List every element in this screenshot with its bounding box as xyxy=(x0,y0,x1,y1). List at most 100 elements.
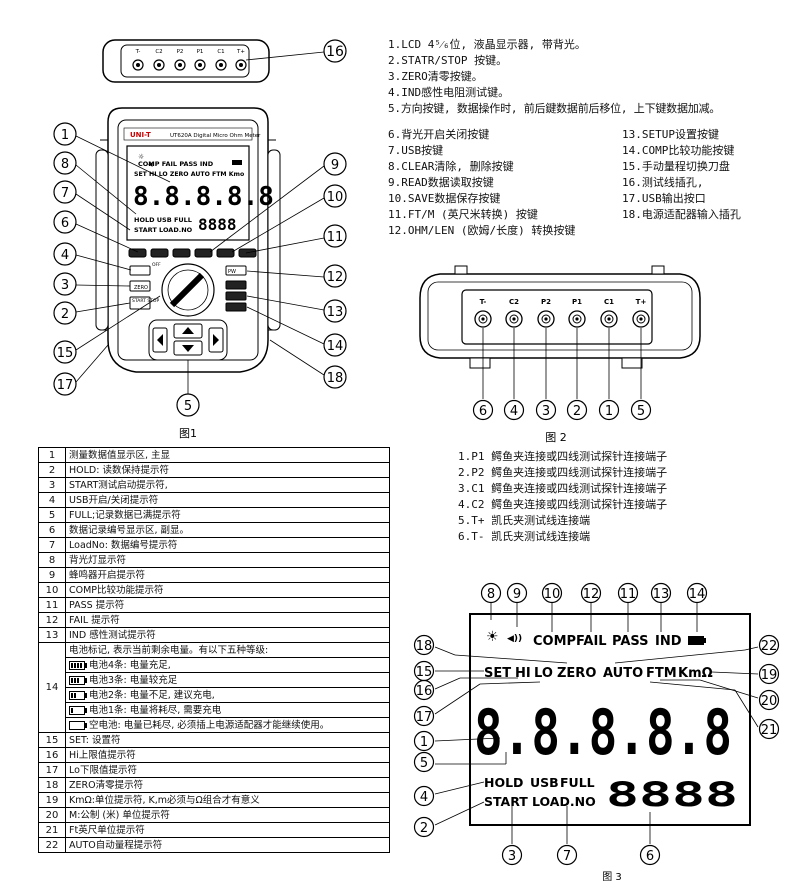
callout-5: 5 xyxy=(176,360,200,417)
legend-text: USB开启/关闭提示符 xyxy=(65,492,390,508)
legend-number: 15 xyxy=(38,732,66,748)
legend-text: FAIL 提示符 xyxy=(65,612,390,628)
legend-number: 10 xyxy=(38,582,66,598)
battery-icon xyxy=(69,705,87,715)
lcd3-full: FULL xyxy=(560,775,595,790)
list-item: 1.LCD 4⁵⁄₆位, 液晶显示器, 带背光。 xyxy=(388,38,586,51)
callout-number: 14 xyxy=(327,339,344,354)
callout-number: 8 xyxy=(487,587,495,602)
callout-13: 13 xyxy=(650,582,672,632)
legend-number: 2 xyxy=(38,462,66,478)
legend-text: AUTO自动量程提示符 xyxy=(65,837,390,853)
list-item: 12.OHM/LEN (欧姆/长度) 转换按键 xyxy=(388,224,576,237)
fig1-jack-label: T+ xyxy=(236,49,245,55)
callout-number: 2 xyxy=(420,821,428,836)
callout-5: 5 xyxy=(413,751,507,773)
key-list-left: 6.背光开启关闭按键 7.USB按键 8.CLEAR清除, 删除按键 9.REA… xyxy=(388,127,575,239)
callout-number: 3 xyxy=(61,278,69,293)
legend-text: Lo下限值提示符 xyxy=(65,762,390,778)
svg-text:16: 16 xyxy=(326,44,344,60)
lcd1-row2: SET HI LO ZERO AUTO FTM Kmo xyxy=(134,171,244,178)
fig1-jack-label: C1 xyxy=(217,49,224,55)
callout-2: 2 xyxy=(53,301,131,325)
callout-4: 4 xyxy=(413,781,485,807)
list-item: 11.FT/M (英尺米转换) 按键 xyxy=(388,208,538,221)
legend-text: HOLD: 读数保持提示符 xyxy=(65,462,390,478)
fig1-jack: P1 xyxy=(194,49,206,71)
battery-level-text: 电池3条: 电量较充足 xyxy=(89,674,178,686)
callout-number: 7 xyxy=(61,186,69,201)
list-item: 3.ZERO清零按键。 xyxy=(388,70,483,83)
callout-7: 7 xyxy=(53,180,131,231)
fig1-panel-key xyxy=(216,248,235,258)
legend-number: 14 xyxy=(38,642,66,733)
callout-6: 6 xyxy=(53,210,139,253)
battery-level-row: 电池4条: 电量充足, xyxy=(65,657,390,673)
callout-18: 18 xyxy=(413,634,568,664)
callout-6: 6 xyxy=(639,812,661,866)
callout-15: 15 xyxy=(53,295,161,364)
battery-icon xyxy=(69,660,87,670)
legend-number: 7 xyxy=(38,537,66,553)
callout-number: 6 xyxy=(61,216,69,231)
legend-text: 数据记录编号显示区, 副显。 xyxy=(65,522,390,538)
fig2-jack-label: C2 xyxy=(509,298,519,306)
callout-11: 11 xyxy=(245,224,347,254)
legend-text: Ft英尺单位提示符 xyxy=(65,822,390,838)
lcd3-main-digits: 8.8.8.8.8 xyxy=(474,696,732,769)
callout-number: 18 xyxy=(327,371,344,386)
legend-number: 6 xyxy=(38,522,66,538)
fig2-jack: C1 xyxy=(600,298,618,328)
lcd3-kmohm: KmΩ xyxy=(678,666,713,681)
callout-2: 2 xyxy=(566,328,588,421)
callout-2: 2 xyxy=(413,801,485,838)
callout-number: 18 xyxy=(416,639,433,654)
figure3-lcd: ☀ ◀)) COMP FAIL PASS IND SET HI LO ZERO … xyxy=(469,613,751,826)
battery-level-text: 电池2条: 电量不足, 建议充电, xyxy=(89,689,215,701)
fig1-jack: C1 xyxy=(215,49,227,71)
callout-1: 1 xyxy=(413,730,501,752)
callout-number: 2 xyxy=(61,307,69,322)
callout-number: 6 xyxy=(646,849,654,864)
svg-text:OFF: OFF xyxy=(152,262,161,268)
legend-number: 17 xyxy=(38,762,66,778)
legend-number: 13 xyxy=(38,627,66,643)
legend-text: LoadNo: 数据编号提示符 xyxy=(65,537,390,553)
fig2-jack: P2 xyxy=(537,298,555,328)
callout-10: 10 xyxy=(541,582,563,632)
callout-20: 20 xyxy=(660,679,780,711)
fig1-jack: T- xyxy=(132,49,144,71)
fig1-jack: T+ xyxy=(235,49,247,71)
callout-number: 17 xyxy=(57,378,74,393)
fig2-jack-label: P1 xyxy=(572,298,582,306)
callout-9: 9 xyxy=(209,152,347,253)
legend-number: 1 xyxy=(38,447,66,463)
callout-number: 20 xyxy=(761,694,778,709)
callout-3: 3 xyxy=(53,272,131,296)
lcd3-usb: USB xyxy=(530,775,559,790)
callout-1: 1 xyxy=(598,328,620,421)
callout-8: 8 xyxy=(480,582,502,620)
fig1-jack: P2 xyxy=(174,49,186,71)
list-item: 13.SETUP设置按键 xyxy=(622,128,719,141)
list-item: 2.P2 鳄鱼夹连接或四线测试探针连接端子 xyxy=(458,466,668,479)
battery-icon xyxy=(69,690,87,700)
table-row: 电池4条: 电量充足, xyxy=(39,657,390,673)
callout-3: 3 xyxy=(501,806,523,866)
callout-16: 16 xyxy=(413,677,518,701)
legend-text: Hi上限值提示符 xyxy=(65,747,390,763)
callout-12: 12 xyxy=(580,582,602,632)
callout-17: 17 xyxy=(53,344,109,396)
lcd3-loadno: LOAD.NO xyxy=(532,794,596,809)
list-item: 15.手动量程切换刀盘 xyxy=(622,160,730,173)
callout-number: 3 xyxy=(542,404,550,419)
list-item: 10.SAVE数据保存按键 xyxy=(388,192,501,205)
legend-text: IND 感性测试提示符 xyxy=(65,627,390,643)
callout-8: 8 xyxy=(53,151,137,215)
